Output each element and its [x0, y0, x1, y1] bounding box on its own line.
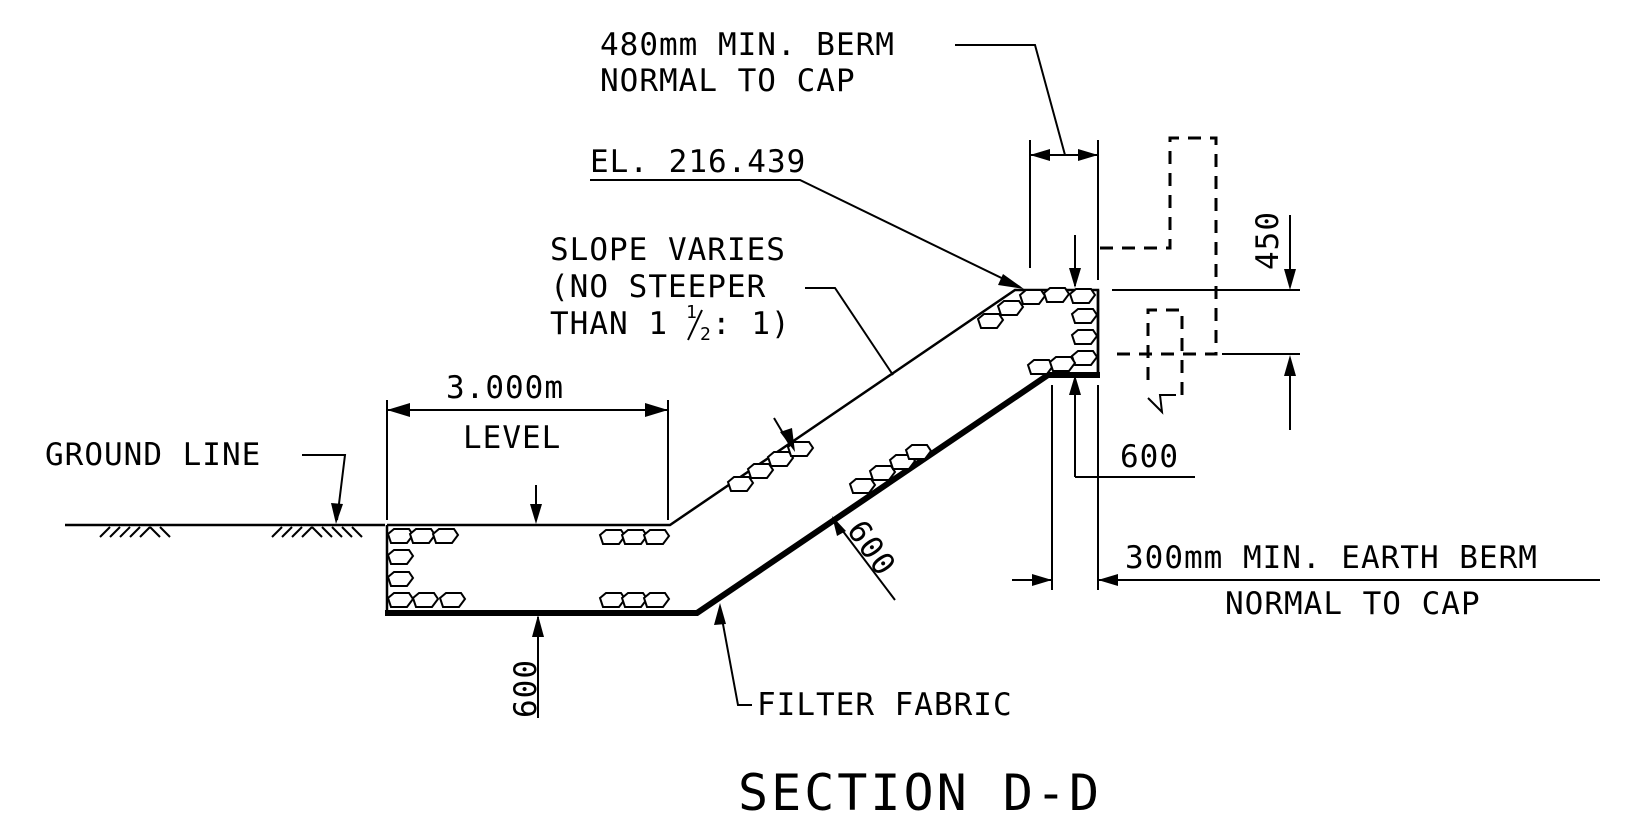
dim-450	[1112, 215, 1300, 430]
elevation-label: EL. 216.439	[590, 144, 806, 180]
ground-hatch-left	[99, 526, 171, 538]
dim-600-right-label: 600	[1120, 439, 1179, 475]
ground-line-label: GROUND LINE	[45, 437, 261, 473]
level-label: LEVEL	[463, 420, 561, 456]
berm-300-dimension	[1012, 385, 1600, 590]
filter-fabric-line	[385, 372, 1100, 616]
slope-thickness-dimension	[832, 516, 896, 601]
slope-label-prefix: THAN 1	[550, 306, 668, 342]
slope-label-line1: SLOPE VARIES	[550, 232, 786, 268]
level-width-label: 3.000m	[446, 370, 564, 406]
berm-300-label-line2: NORMAL TO CAP	[1225, 586, 1481, 622]
slope-fraction-denominator: 2	[700, 324, 712, 345]
riprap-section	[385, 288, 1100, 616]
ground-line	[65, 523, 385, 538]
level-dimension	[386, 400, 669, 524]
elevation-leader	[590, 179, 1024, 289]
berm-480-dimension	[955, 44, 1099, 280]
dim-600-bottom-label: 600	[508, 659, 544, 718]
section-title: SECTION D-D	[738, 764, 1102, 822]
slope-label-suffix: : 1)	[712, 306, 791, 342]
slope-label-line2: (NO STEEPER	[550, 269, 766, 305]
pile-cap-outline	[1100, 136, 1218, 415]
slope-fraction-numerator: 1	[686, 302, 698, 323]
dim-450-label: 450	[1250, 211, 1286, 270]
filter-fabric-label: FILTER FABRIC	[757, 687, 1013, 723]
bottom-thickness-dimension	[532, 615, 544, 718]
ground-line-leader	[302, 454, 347, 524]
filter-fabric-leader	[714, 603, 752, 706]
dim-600-right	[1069, 235, 1195, 478]
berm-300-label-line1: 300mm MIN. EARTH BERM	[1125, 540, 1538, 576]
ground-hatch-right	[271, 526, 363, 538]
dim-600-slope-label: 600	[839, 514, 902, 583]
berm-480-label-line2: NORMAL TO CAP	[600, 63, 856, 99]
slope-label-line3: THAN 1 1 2 : 1)	[550, 302, 791, 345]
berm-480-label-line1: 480mm MIN. BERM	[600, 27, 895, 63]
slope-leader	[773, 287, 894, 452]
